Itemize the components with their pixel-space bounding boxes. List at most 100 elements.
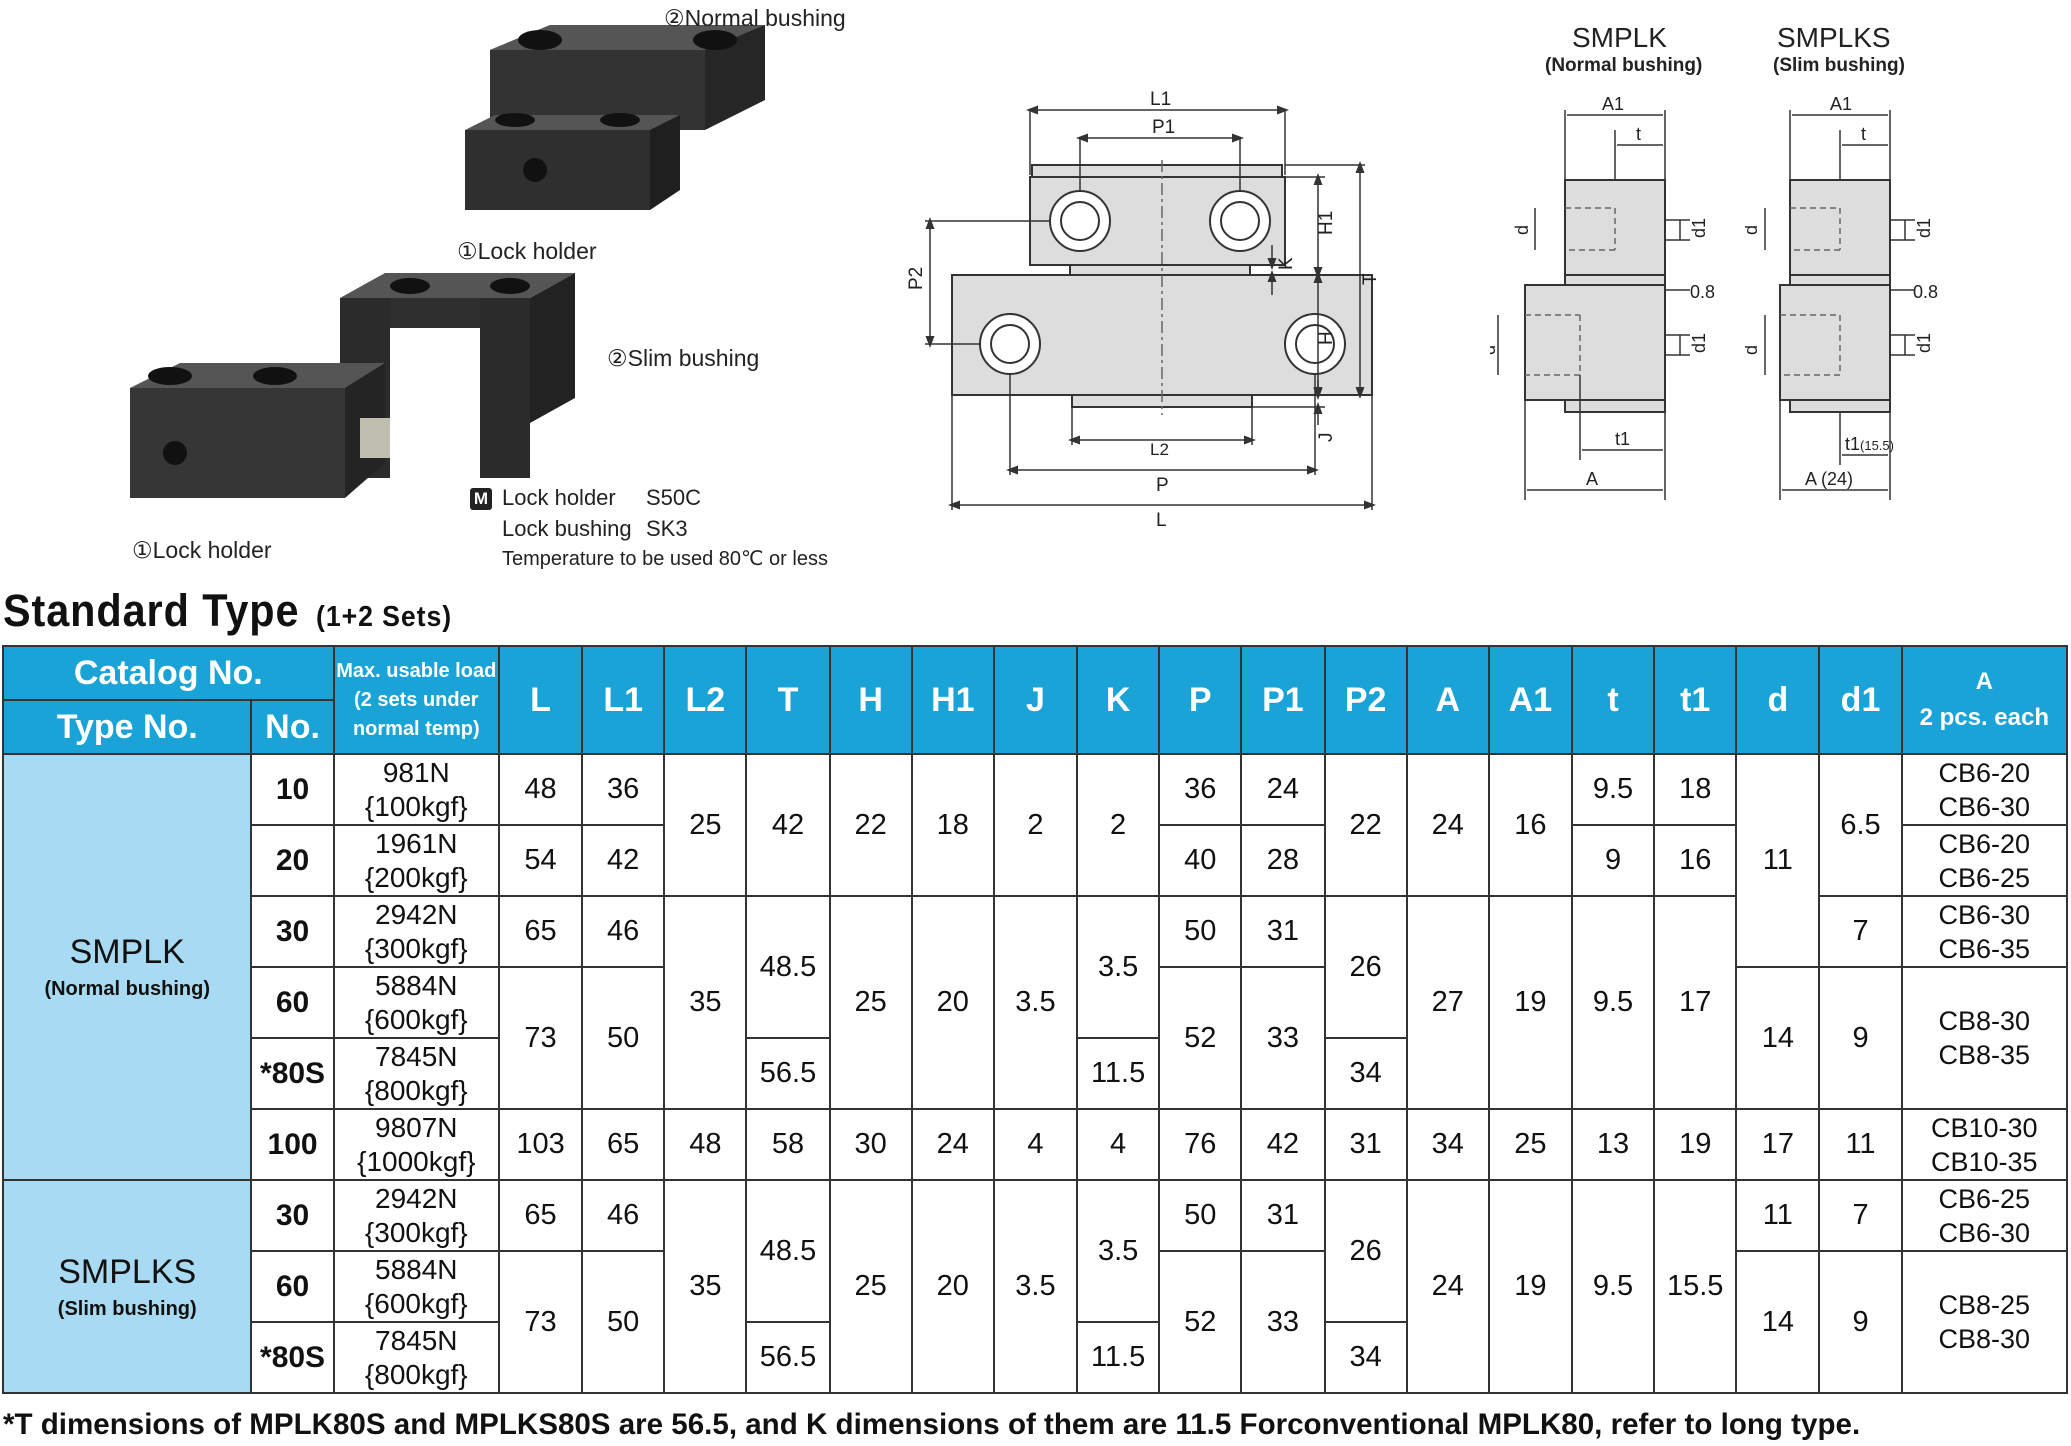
cell-d1: 7 (1818, 895, 1903, 968)
no-cell: 100 (250, 1108, 335, 1181)
slim-bushing-photo (130, 273, 575, 498)
dimension-drawing-front: L1 P1 P2 H1 T K H J L2 P L (906, 89, 1381, 531)
dim-gap: 0.8 (1913, 282, 1938, 302)
cell-A: 24 (1405, 753, 1490, 897)
dim-gap: 0.8 (1690, 282, 1715, 302)
load-cell: 2942N{300kgf} (332, 895, 500, 968)
cell-J: 3.5 (992, 895, 1079, 1110)
cell-t: 13 (1570, 1108, 1656, 1181)
cell-K: 11.5 (1076, 1321, 1161, 1394)
lock-holder-label-top: ①Lock holder (457, 238, 597, 264)
section-title: Standard Type (1+2 Sets) (3, 585, 452, 637)
cell-A1: 25 (1487, 1108, 1573, 1181)
section-title-text: Standard Type (3, 585, 300, 636)
type-cell-smplk: SMPLK(Normal bushing) (1, 753, 253, 1181)
cell-t: 9.5 (1570, 1179, 1656, 1394)
material-value: SK3 (646, 516, 688, 541)
lock-holder-label-bottom: ①Lock holder (132, 537, 272, 563)
dim-t: t (1861, 124, 1866, 144)
table-row: 60 5884N{600kgf} 73 50 52 33 14 9 CB8-30… (3, 966, 2069, 1110)
cell-t1: 17 (1653, 895, 1738, 1110)
cell-d1: 9 (1818, 966, 1903, 1110)
header-type: Type No. (1, 699, 253, 755)
cell-L1: 46 (581, 895, 666, 968)
cell-A1: 19 (1487, 895, 1573, 1110)
footnote: *T dimensions of MPLK80S and MPLKS80S ar… (3, 1408, 1861, 1441)
dim-P1: P1 (1152, 117, 1175, 138)
cell-H: 25 (828, 1179, 913, 1394)
cell-L1: 65 (581, 1108, 666, 1181)
cell-A: 24 (1405, 1179, 1490, 1394)
cell-J: 2 (992, 753, 1079, 897)
dim-A1: A1 (1602, 94, 1624, 114)
no-cell: 30 (250, 895, 335, 968)
cell-H1: 20 (910, 1179, 995, 1394)
cell-L1: 50 (581, 966, 666, 1110)
material-row-bushing: Lock bushing SK3 (470, 513, 828, 544)
no-cell: *80S (250, 1321, 335, 1394)
cell-A1: 19 (1487, 1179, 1573, 1394)
section-subtitle: (1+2 Sets) (316, 601, 453, 633)
cell-L2: 48 (663, 1108, 748, 1181)
header-A: A (1405, 645, 1490, 755)
type-cell-smplks: SMPLKS(Slim bushing) (1, 1179, 253, 1394)
cell-L: 65 (497, 1179, 584, 1252)
material-value: S50C (646, 485, 702, 510)
header-P1: P1 (1240, 645, 1326, 755)
dim-d1: d1 (1689, 333, 1709, 353)
dim-A1: A1 (1830, 94, 1852, 114)
normal-bushing-photo (465, 25, 765, 210)
side-drawing-normal: A1 t d d1 0.8 d d1 t1 A (1490, 94, 1715, 500)
cell-d1: 7 (1818, 1179, 1903, 1252)
material-part: Lock bushing (502, 516, 632, 541)
cell-T: 56.5 (745, 1321, 831, 1394)
no-cell: 20 (250, 824, 335, 897)
dim-d: d (1490, 345, 1499, 355)
dim-L2: L2 (1150, 440, 1169, 459)
smplk-subtitle: (Normal bushing) (1545, 55, 1703, 76)
dim-d: d (1745, 345, 1761, 355)
table-row: 60 5884N{600kgf} 73 50 52 33 14 9 CB8-25… (3, 1250, 2069, 1394)
cell-P2: 34 (1323, 1321, 1408, 1394)
cell-K: 3.5 (1076, 895, 1161, 1039)
cell-L: 65 (497, 895, 584, 968)
header-P2: P2 (1323, 645, 1408, 755)
header-A1: A1 (1487, 645, 1573, 755)
header-t: t (1570, 645, 1656, 755)
dim-A-slim: A (24) (1805, 469, 1853, 489)
header-K: K (1076, 645, 1161, 755)
load-cell: 7845N{800kgf} (332, 1321, 500, 1394)
cell-d: 11 (1735, 1179, 1821, 1252)
dim-H: H (1316, 331, 1337, 345)
header-L1: L1 (581, 645, 666, 755)
cell-L: 73 (497, 1250, 584, 1394)
cell-L2: 25 (663, 753, 748, 897)
dim-d1: d1 (1689, 218, 1709, 238)
cell-P2: 22 (1323, 753, 1408, 897)
dim-d1: d1 (1914, 333, 1934, 353)
dim-d: d (1745, 225, 1761, 235)
cell-P2: 31 (1323, 1108, 1408, 1181)
no-cell: 30 (250, 1179, 335, 1252)
no-cell: 10 (250, 753, 335, 826)
smplks-title: SMPLKS (1777, 22, 1891, 53)
dim-P: P (1156, 475, 1169, 496)
cell-H1: 24 (910, 1108, 995, 1181)
header-d: d (1735, 645, 1821, 755)
cell-A: 27 (1405, 895, 1490, 1110)
cell-J: 3.5 (992, 1179, 1079, 1394)
cell-L: 48 (497, 753, 584, 826)
no-cell: 60 (250, 1250, 335, 1323)
cell-J: 4 (992, 1108, 1079, 1181)
cell-d: 14 (1735, 966, 1821, 1110)
cell-K: 2 (1076, 753, 1161, 897)
cell-P1: 31 (1240, 1179, 1326, 1252)
header-no: No. (250, 699, 335, 755)
cell-T: 48.5 (745, 1179, 831, 1323)
cell-H: 30 (828, 1108, 913, 1181)
